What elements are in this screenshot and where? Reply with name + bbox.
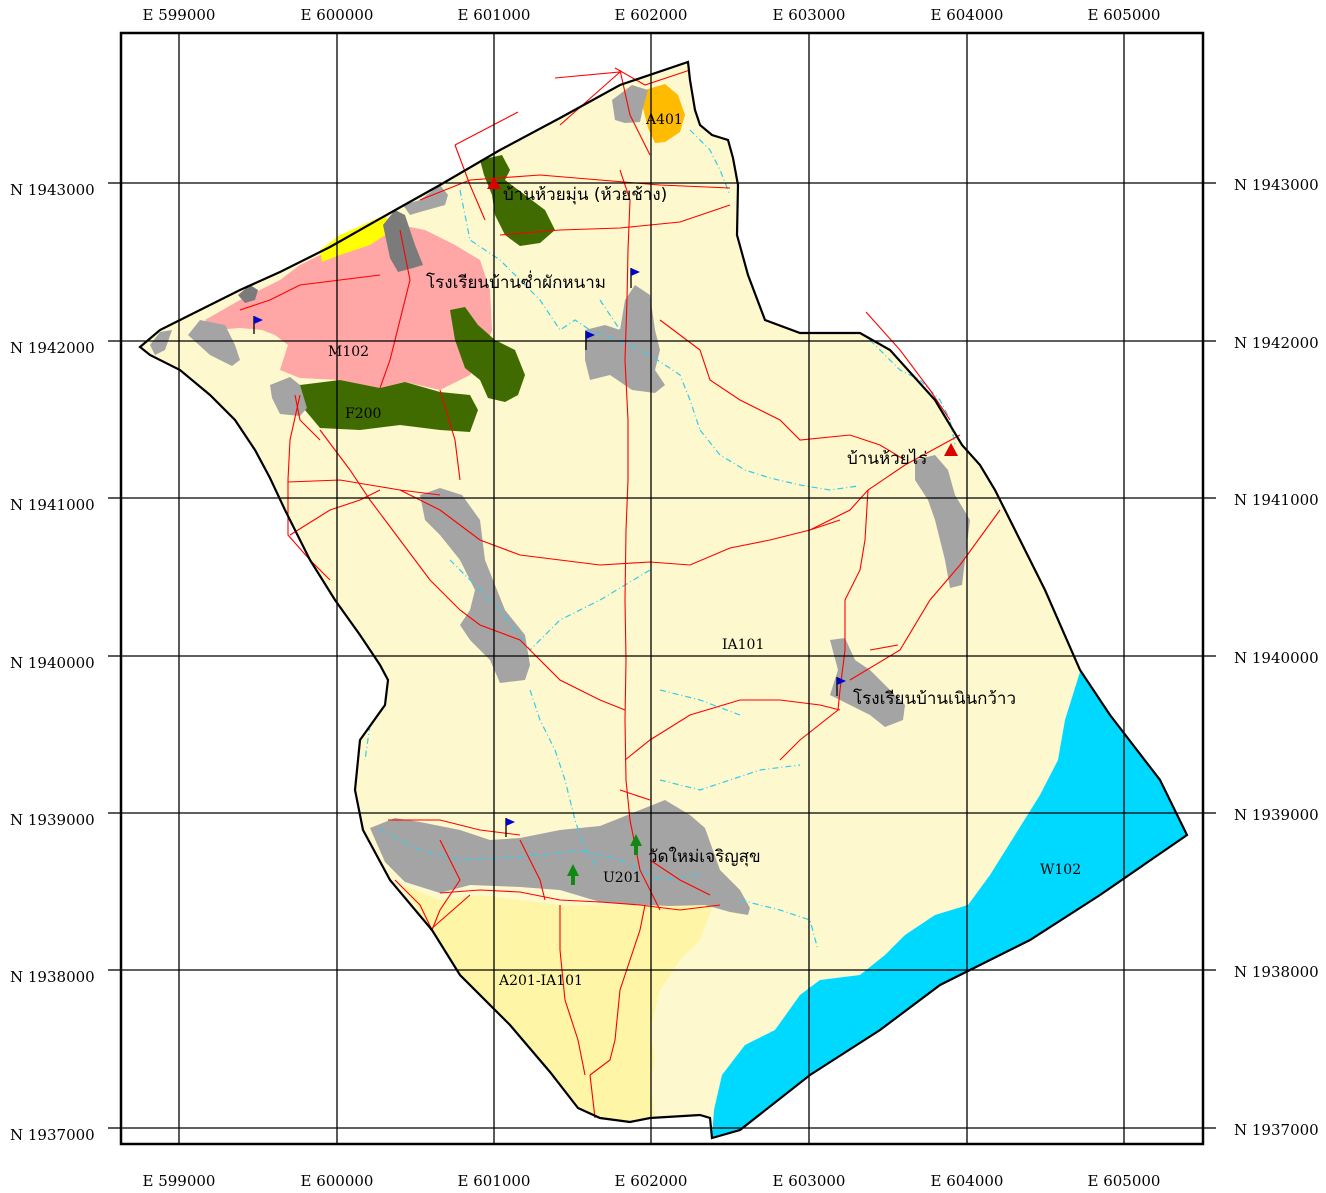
easting-labels-bottom: E 599000 E 600000 E 601000 E 602000 E 60… (143, 1172, 1161, 1190)
unit-label-f200: F200 (345, 406, 381, 422)
unit-label-w102: W102 (1040, 862, 1081, 878)
village-marker-icon (487, 177, 501, 189)
easting-labels-top: E 599000 E 600000 E 601000 E 602000 E 60… (143, 6, 1161, 24)
place-label-temple: วัดใหม่เจริญสุข (648, 846, 761, 867)
easting-label: E 602000 (615, 6, 688, 24)
easting-label: E 605000 (1088, 1172, 1161, 1190)
northing-label: N 1940000 (1234, 649, 1319, 667)
unit-label-a201-ia101: A201-IA101 (498, 973, 583, 989)
northing-label: N 1941000 (1234, 491, 1319, 509)
unit-label-m102: M102 (328, 344, 369, 360)
school-flag-icon (585, 331, 595, 350)
easting-label: E 601000 (458, 1172, 531, 1190)
easting-label: E 603000 (773, 6, 846, 24)
district-boundary (138, 60, 1189, 1140)
easting-label: E 603000 (773, 1172, 846, 1190)
place-label-village: บ้านห้วยมุ่น (ห้วยช้าง) (503, 185, 667, 205)
temple-marker-icon (567, 864, 579, 885)
northing-label: N 1938000 (1234, 963, 1319, 981)
easting-label: E 599000 (143, 1172, 216, 1190)
grid-lines (121, 33, 1203, 1144)
zone-f200-south (300, 380, 478, 432)
school-flag-icon (505, 818, 515, 837)
easting-label: E 604000 (931, 6, 1004, 24)
easting-label: E 604000 (931, 1172, 1004, 1190)
place-label-school: โรงเรียนบ้านเนินกว้าว (853, 688, 1016, 709)
northing-label: N 1942000 (10, 339, 95, 357)
zone-darkgrey-a (383, 210, 423, 272)
place-label-school: โรงเรียนบ้านซ่ำผักหนาม (426, 270, 606, 293)
zone-a201 (402, 885, 715, 1122)
northing-label: N 1937000 (1234, 1121, 1319, 1139)
zone-a401 (643, 84, 685, 143)
map-unit-labels: A401 M102 F200 IA101 U201 A201-IA101 W10… (328, 112, 1081, 989)
unit-label-a401: A401 (645, 112, 683, 128)
northing-label: N 1942000 (1234, 334, 1319, 352)
temple-marker-icon (630, 834, 642, 855)
zone-m102 (205, 225, 492, 390)
school-flag-icon (253, 316, 263, 334)
easting-label: E 605000 (1088, 6, 1161, 24)
northing-label: N 1943000 (1234, 176, 1319, 194)
grid-ticks (108, 182, 1216, 1129)
northing-label: N 1939000 (10, 811, 95, 829)
place-label-village: บ้านห้วยไร่ (847, 448, 927, 469)
easting-label: E 599000 (143, 6, 216, 24)
zone-darkgrey-b (238, 285, 258, 303)
northing-label: N 1939000 (1234, 806, 1319, 824)
northing-label: N 1937000 (10, 1126, 95, 1144)
northing-labels-right: N 1943000 N 1942000 N 1941000 N 1940000 … (1234, 176, 1319, 1139)
easting-label: E 600000 (301, 1172, 374, 1190)
village-marker-icon (944, 443, 958, 456)
school-flag-icon (630, 268, 640, 288)
school-flag-icon (836, 677, 846, 696)
unit-label-u201: U201 (603, 870, 642, 886)
northing-label: N 1943000 (10, 181, 95, 199)
northing-label: N 1941000 (10, 496, 95, 514)
zone-yellow (320, 215, 393, 262)
zone-w102 (712, 672, 1187, 1138)
northing-labels-left: N 1943000 N 1942000 N 1941000 N 1940000 … (10, 181, 95, 1144)
northing-label: N 1938000 (10, 968, 95, 986)
easting-label: E 601000 (458, 6, 531, 24)
zone-f200-east (450, 307, 525, 402)
unit-label-ia101: IA101 (722, 637, 764, 653)
easting-label: E 602000 (615, 1172, 688, 1190)
easting-label: E 600000 (301, 6, 374, 24)
place-labels: บ้านห้วยมุ่น (ห้วยช้าง) โรงเรียนบ้านซ่ำผ… (426, 185, 1016, 867)
northing-label: N 1940000 (10, 654, 95, 672)
